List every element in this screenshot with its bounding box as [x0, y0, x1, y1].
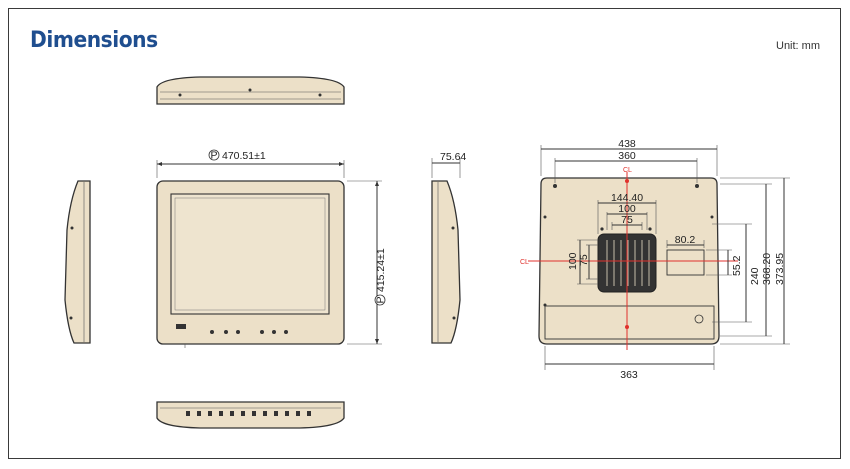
dim-vesa-outer: 144.40	[611, 192, 643, 204]
height-dimension: 415.24±1	[375, 248, 387, 292]
dim-top-outer: 438	[618, 138, 636, 150]
dim-right-37395: 373.95	[774, 253, 786, 285]
right-side-view: 75.64	[431, 151, 466, 344]
top-view	[156, 76, 345, 105]
dim-port-height: 55.2	[731, 255, 743, 276]
dim-left-75: 75	[578, 254, 590, 266]
page-title: Dimensions	[30, 28, 158, 53]
dim-left-100: 100	[567, 252, 579, 270]
dim-vesa-100: 100	[618, 203, 636, 215]
dim-top-inner: 360	[618, 150, 636, 162]
front-view: P 470.51±1 P 415.24±1	[156, 150, 387, 348]
dim-bottom: 363	[620, 369, 638, 381]
centerline-mark-vertical: CL	[623, 167, 632, 174]
callout-symbol-side: P	[375, 296, 387, 303]
rear-view: CL CL 438 360 144.40 100 75 100 75	[520, 138, 790, 381]
dim-port-width: 80.2	[675, 234, 696, 246]
unit-label: Unit: mm	[776, 40, 820, 52]
dim-right-240: 240	[749, 267, 761, 285]
bottom-view	[156, 401, 345, 429]
dim-right-36820: 368.20	[761, 253, 773, 285]
left-side-view	[64, 180, 91, 344]
depth-dimension: 75.64	[440, 151, 466, 163]
dim-vesa-75: 75	[621, 214, 633, 226]
width-dimension: 470.51±1	[222, 150, 266, 162]
centerline-mark-horizontal: CL	[520, 259, 529, 266]
callout-symbol-top: P	[210, 150, 217, 162]
